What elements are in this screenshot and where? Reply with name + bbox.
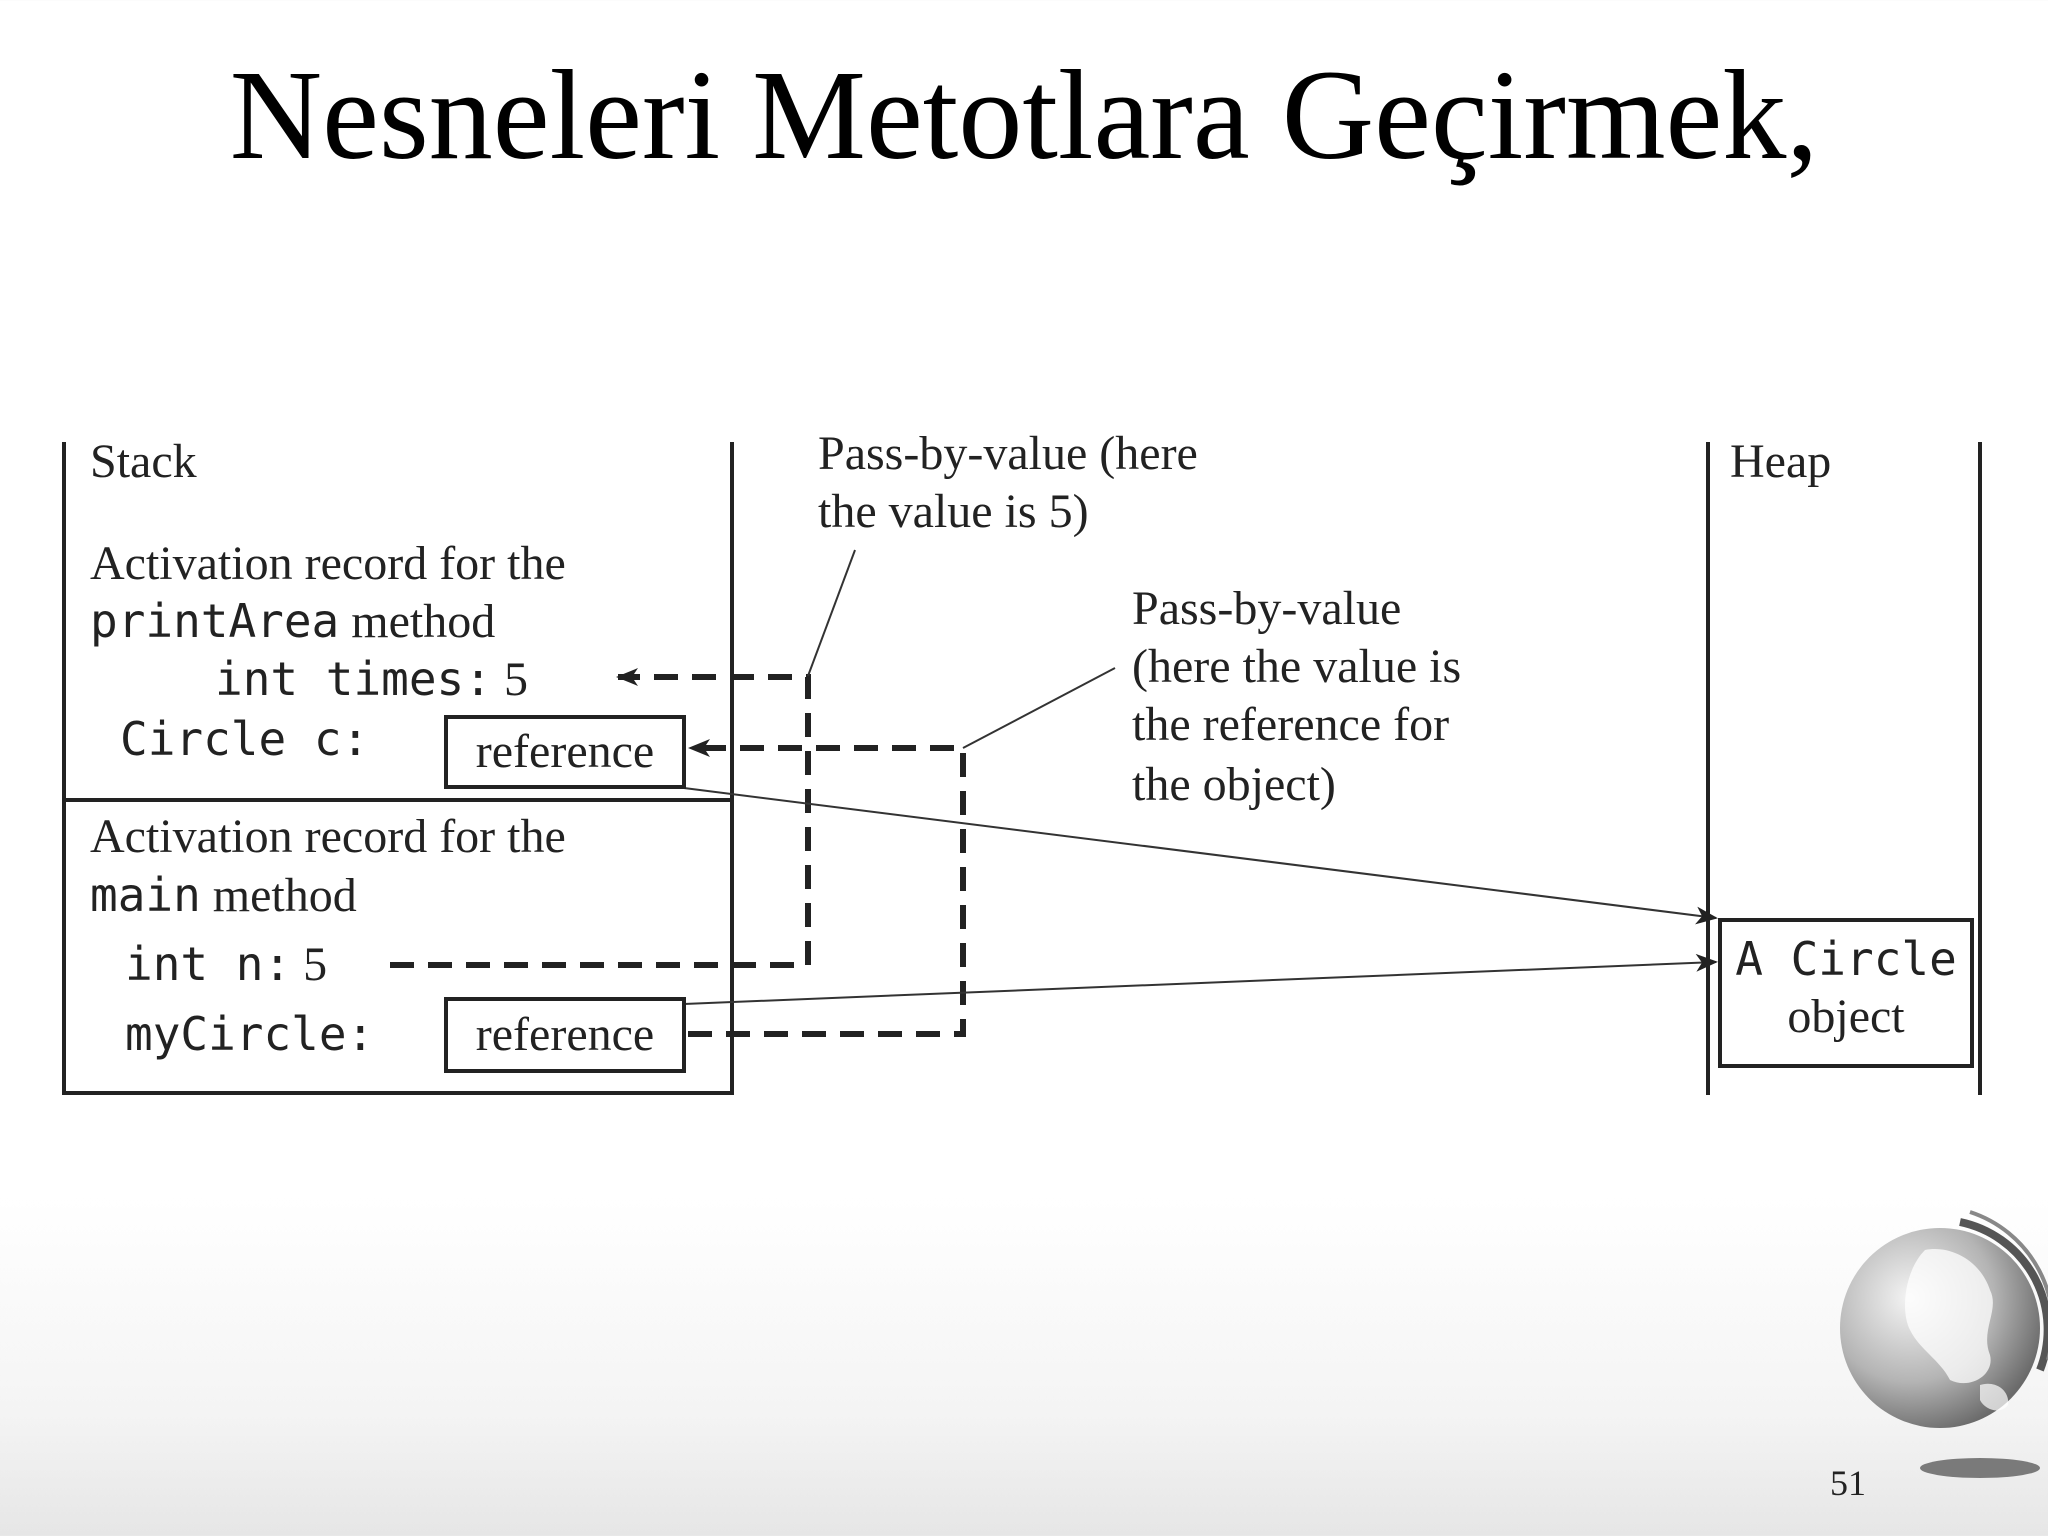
callout-reference-line1: Pass-by-value [1132,582,1402,635]
callout-value-line2: the value is 5) [818,485,1089,538]
main-reference-box: reference [444,997,686,1073]
main-method-word: method [212,869,357,922]
n-variable: int n: 5 [125,935,327,994]
times-decl: int times: [215,652,492,706]
callout-reference-line3: the reference for [1132,698,1450,751]
globe-logo-icon [1840,1210,2048,1478]
reference-arrow-printarea [683,787,1718,925]
times-variable: int times: 5 [215,650,528,709]
circle-c-decl: Circle c: [120,712,370,766]
main-method-name: main [90,868,201,922]
slide-title: Nesneleri Metotlara Geçirmek, [229,44,1819,186]
callout-reference-pointer [962,667,1116,749]
n-decl: int n: [125,937,292,991]
heap-region [1706,442,1982,1095]
page-number: 51 [1830,1463,1866,1503]
times-value: 5 [503,653,528,706]
circle-object-box [1718,918,1974,1068]
printarea-record-title: Activation record for the [90,537,566,590]
mycircle-decl: myCircle: [125,1007,375,1061]
stack-label: Stack [90,435,197,488]
printarea-reference-box: reference [444,715,686,789]
n-value: 5 [303,938,328,991]
callout-value-pointer [807,549,856,677]
printarea-method-line: printArea method [90,592,495,651]
main-record-title: Activation record for the [90,810,566,863]
circle-object-word: object [1787,990,1905,1043]
callout-value-line1: Pass-by-value (here [818,427,1198,480]
callout-reference-line4: the object) [1132,758,1336,811]
circle-object-class: A Circle [1735,932,1957,986]
value-pass-connector [390,668,811,968]
printarea-method-word: method [351,595,496,648]
callout-reference-line2: (here the value is [1132,640,1462,693]
reference-pass-connector [688,739,966,1037]
heap-label: Heap [1730,435,1832,488]
reference-arrow-main [683,953,1718,1005]
main-method-line: main method [90,866,357,925]
printarea-method-name: printArea [90,594,340,648]
stack-region [62,442,734,1095]
